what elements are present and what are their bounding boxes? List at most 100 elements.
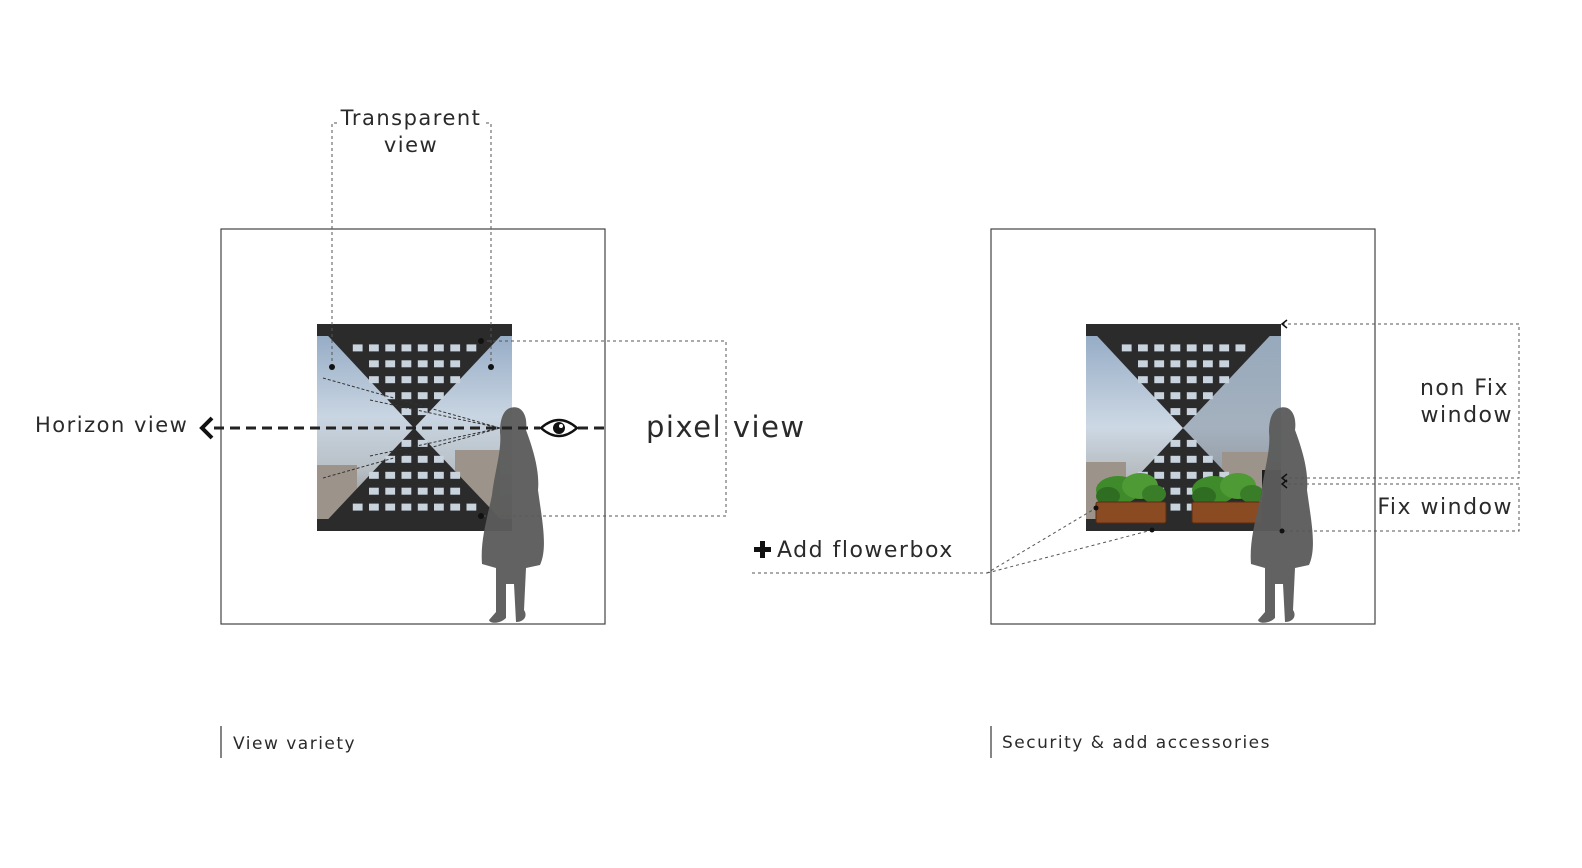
perforation — [385, 487, 396, 495]
arrow-left-icon — [199, 416, 214, 440]
perforation — [1170, 344, 1181, 352]
perforation — [369, 376, 379, 384]
horizon-view-label: Horizon view — [35, 413, 188, 437]
flowerbox-leader-2 — [986, 529, 1153, 574]
perforation — [434, 503, 444, 511]
perforation — [401, 392, 412, 400]
perforation — [417, 360, 428, 368]
perforation — [417, 455, 428, 463]
perforation — [1170, 455, 1181, 463]
perforation — [1154, 344, 1165, 352]
perforation — [1170, 392, 1181, 400]
person-silhouette-icon — [481, 407, 544, 623]
perforation — [1219, 344, 1230, 352]
flowerbox-dot-2 — [1149, 527, 1155, 533]
arrow-left-icon — [1280, 319, 1288, 329]
perforation — [401, 439, 412, 447]
transparent-dot-left — [329, 364, 335, 370]
transparent-bracket-left — [331, 122, 338, 367]
perforation — [401, 487, 412, 495]
perforation — [1235, 344, 1246, 352]
screen-top-triangle — [317, 324, 512, 428]
perforation — [1186, 392, 1197, 400]
perforation — [1219, 376, 1230, 384]
plus-icon — [754, 541, 771, 558]
right-panel: non Fix window Fix window Add flowerbox … — [752, 228, 1520, 758]
perforation — [401, 360, 412, 368]
perforation — [434, 455, 444, 463]
eye-icon — [539, 418, 579, 438]
perforation — [369, 487, 379, 495]
caption-view-variety: View variety — [233, 734, 356, 754]
fix-window-bracket — [1282, 483, 1520, 532]
fix-window-label: Fix window — [1377, 495, 1513, 520]
perforation — [1154, 455, 1165, 463]
sight-lines — [322, 377, 501, 479]
transparent-bracket-right — [485, 122, 492, 367]
screen-top-band — [317, 324, 512, 336]
transparent-view-label-1: Transparent — [340, 106, 482, 130]
perforation — [434, 471, 444, 479]
perforation — [1186, 408, 1197, 416]
perforation — [385, 471, 396, 479]
perforation — [352, 503, 363, 511]
perforation — [401, 376, 412, 384]
perforation — [1203, 392, 1213, 400]
screen-perforations — [352, 344, 477, 511]
screen-top-band — [1086, 324, 1281, 336]
pixel-view-bracket — [481, 340, 727, 517]
screen-bottom-band — [317, 519, 512, 531]
perforation — [401, 455, 412, 463]
perforation — [417, 392, 428, 400]
perforation — [385, 392, 396, 400]
perforation — [450, 344, 461, 352]
perforation — [417, 344, 428, 352]
perforation — [1121, 344, 1132, 352]
perforation — [434, 376, 444, 384]
perforation — [1170, 376, 1181, 384]
perforation — [1138, 360, 1148, 368]
perforation — [450, 487, 461, 495]
perforation — [1154, 376, 1165, 384]
perforation — [1154, 471, 1165, 479]
perforation — [385, 376, 396, 384]
pixel-dot-bottom — [478, 513, 484, 519]
perforation — [385, 503, 396, 511]
perforation — [1203, 376, 1213, 384]
transparent-dot-right — [488, 364, 494, 370]
person-silhouette-icon — [1250, 407, 1313, 623]
perforation — [434, 344, 444, 352]
non-fix-bracket — [1282, 323, 1520, 479]
perforation — [1186, 439, 1197, 447]
perforation — [1186, 455, 1197, 463]
perforation — [1203, 455, 1213, 463]
perforation — [1219, 360, 1230, 368]
perforation — [401, 344, 412, 352]
perforation — [450, 376, 461, 384]
perforation — [1170, 487, 1181, 495]
perforation — [352, 344, 363, 352]
perforation — [369, 471, 379, 479]
transparent-view-label-2: view — [384, 133, 438, 157]
perforation — [417, 487, 428, 495]
perforation — [369, 360, 379, 368]
add-flowerbox-label: Add flowerbox — [777, 538, 954, 563]
left-panel: Transparent view pixel view Horizon view — [35, 106, 804, 758]
screen-top-triangle — [1086, 324, 1281, 428]
perforation — [385, 360, 396, 368]
perforation — [417, 471, 428, 479]
flowerbox-right — [1191, 473, 1264, 524]
perforation — [1170, 360, 1181, 368]
perforation — [1186, 344, 1197, 352]
perforation — [401, 408, 412, 416]
perforation — [1203, 360, 1213, 368]
perforation — [369, 503, 379, 511]
perforation — [401, 471, 412, 479]
perforation — [1186, 376, 1197, 384]
perforation — [1219, 471, 1230, 479]
perforation — [385, 344, 396, 352]
perforation — [1154, 360, 1165, 368]
perforation — [434, 360, 444, 368]
fix-window-dot — [1279, 528, 1285, 534]
